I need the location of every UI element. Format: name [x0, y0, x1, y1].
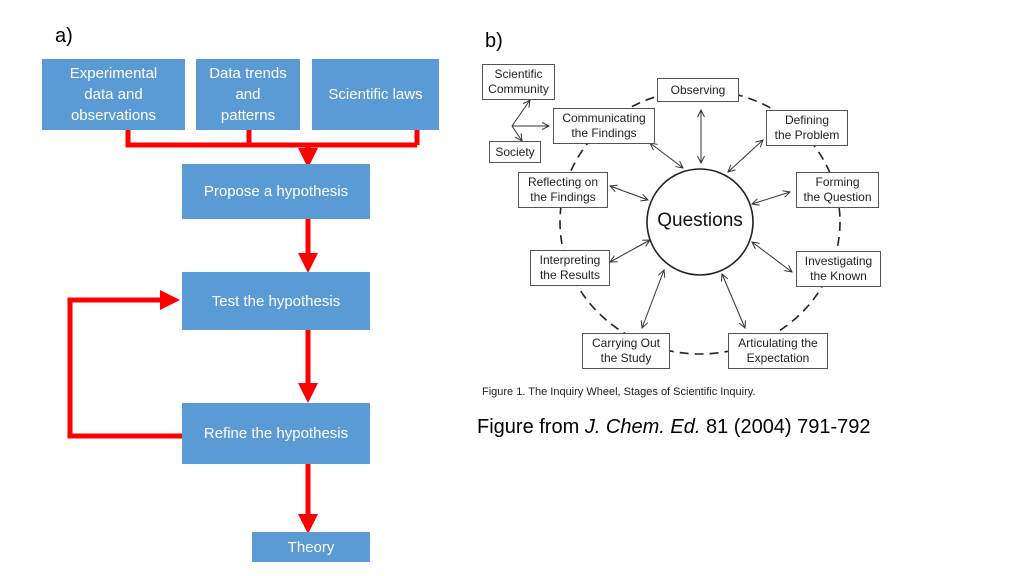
figure-source: Figure from J. Chem. Ed. 81 (2004) 791-7… — [477, 416, 871, 439]
source-suffix: 81 (2004) 791-792 — [700, 416, 871, 438]
outer-dashed-ring — [559, 89, 841, 355]
box-scientific-laws: Scientific laws — [312, 59, 439, 130]
arrow-communicating — [650, 143, 683, 168]
panel-b-label: b) — [485, 30, 503, 52]
box-data-trends: Data trends and patterns — [196, 59, 300, 130]
arrow-articulating — [722, 274, 745, 328]
box-propose-hypothesis: Propose a hypothesis — [182, 164, 370, 219]
arrow-forming — [752, 192, 790, 204]
stage-articulating: Articulating the Expectation — [728, 333, 828, 369]
box-experimental-data: Experimental data and observations — [42, 59, 185, 130]
arrow-carrying-out — [642, 270, 664, 328]
box-theory: Theory — [252, 532, 370, 562]
box-test-hypothesis: Test the hypothesis — [182, 272, 370, 330]
fork-to-community — [511, 100, 530, 127]
connector-experimental — [125, 130, 417, 148]
stage-communicating: Communicating the Findings — [553, 108, 655, 144]
stage-observing: Observing — [657, 78, 739, 102]
fork-to-society — [511, 125, 522, 141]
stage-society: Society — [489, 141, 541, 163]
stage-defining: Defining the Problem — [766, 110, 848, 146]
stage-investigating: Investigating the Known — [796, 251, 881, 287]
source-journal: J. Chem. Ed. — [584, 416, 701, 438]
center-circle — [646, 168, 754, 276]
source-prefix: Figure from — [477, 416, 585, 438]
stage-interpreting: Interpreting the Results — [530, 250, 610, 286]
stage-forming: Forming the Question — [796, 172, 879, 208]
feedback-loop-arrow — [67, 290, 182, 439]
figure-caption: Figure 1. The Inquiry Wheel, Stages of S… — [482, 386, 756, 398]
center-questions-label: Questions — [657, 210, 743, 231]
stage-carrying-out: Carrying Out the Study — [582, 333, 670, 369]
arrow-interpreting — [610, 240, 650, 262]
stage-reflecting: Reflecting on the Findings — [518, 172, 608, 208]
stage-scientific-community: Scientific Community — [482, 64, 555, 100]
arrow-defining — [728, 140, 763, 172]
arrow-investigating — [752, 242, 792, 272]
panel-a-label: a) — [55, 25, 73, 47]
box-refine-hypothesis: Refine the hypothesis — [182, 403, 370, 464]
arrow-reflecting — [610, 186, 648, 200]
